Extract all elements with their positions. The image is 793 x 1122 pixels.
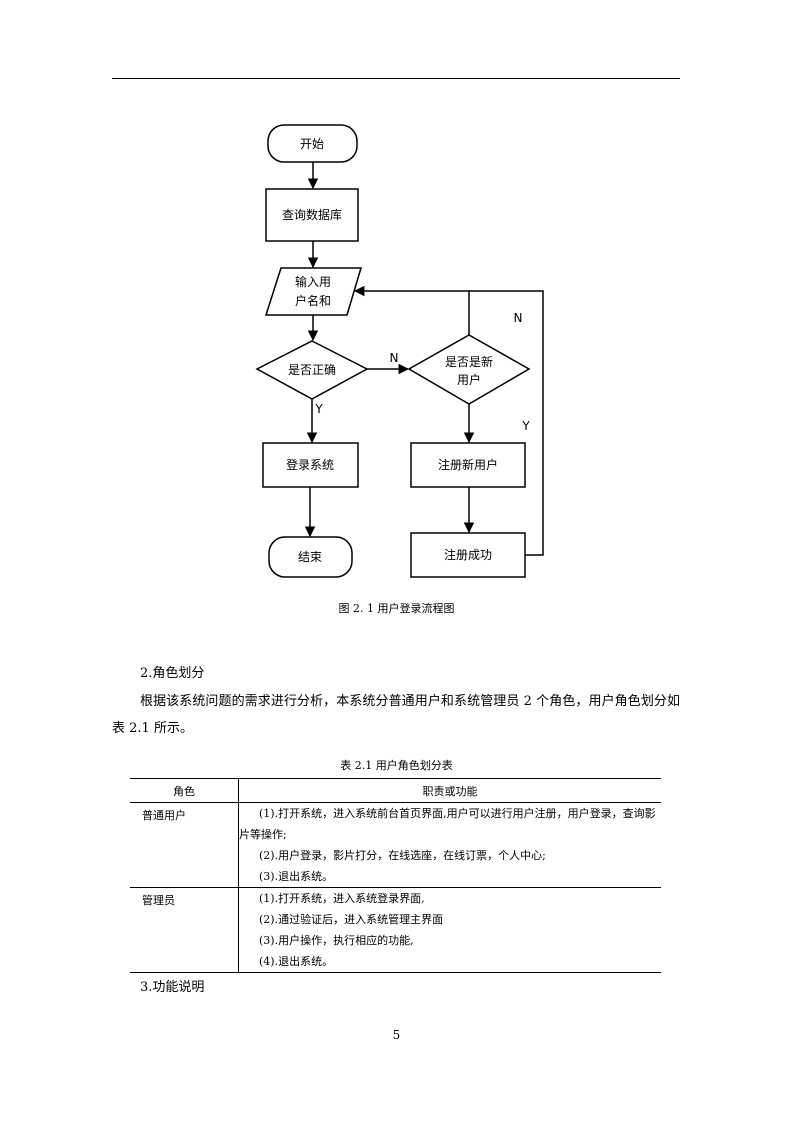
- branch-label-y-right: Y: [521, 419, 530, 433]
- table-header-duties: 职责或功能: [238, 778, 661, 803]
- register-new-label: 注册新用户: [438, 457, 498, 472]
- duty-item: (4).退出系统。: [259, 955, 334, 968]
- start-label: 开始: [300, 137, 324, 151]
- duty-item: (3).退出系统。: [259, 870, 334, 883]
- table-caption: 表 2.1 用户角色划分表: [340, 759, 453, 772]
- table-header-row: 角色 职责或功能: [130, 778, 661, 803]
- duty-item: (2).用户登录，影片打分，在线选座，在线订票，个人中心;: [259, 849, 546, 862]
- section-heading-functions: 3.功能说明: [140, 980, 205, 995]
- end-label: 结束: [298, 550, 322, 564]
- figure-caption: 图 2. 1 用户登录流程图: [338, 602, 455, 615]
- decision-correct-label: 是否正确: [288, 363, 336, 377]
- decision-new-user-diamond: [407, 334, 531, 405]
- login-flowchart: 开始 查询数据库 输入用 户名和 是否正确 是否是新 用户 登录系统 注册新用户…: [255, 124, 544, 578]
- login-label: 登录系统: [286, 457, 334, 472]
- decision-new-label-line2: 用户: [457, 372, 481, 387]
- branch-label-n-top: N: [390, 351, 399, 365]
- duty-item: (1).打开系统，进入系统登录界面,: [259, 892, 425, 905]
- loop-newuser-to-input: [353, 285, 470, 335]
- header-rule: [112, 78, 680, 79]
- duties-cell: (1).打开系统，进入系统登录界面, (2).通过验证后，进入系统管理主界面 (…: [238, 887, 661, 973]
- register-success-label: 注册成功: [444, 547, 492, 562]
- input-label-line1: 输入用: [295, 274, 331, 289]
- decision-new-label-line1: 是否是新: [445, 354, 493, 369]
- duty-item: (2).通过验证后，进入系统管理主界面: [259, 913, 444, 926]
- role-cell: 管理员: [130, 887, 239, 973]
- branch-label-y-left: Y: [314, 402, 323, 416]
- table-header-role: 角色: [130, 778, 239, 803]
- duty-item: (3).用户操作，执行相应的功能,: [259, 934, 414, 947]
- section-heading-roles: 2.角色划分: [140, 666, 205, 681]
- duties-cell: (1).打开系统，进入系统前台首页界面,用户可以进行用户注册，用户登录，查询影片…: [238, 802, 661, 888]
- input-parallelogram: [264, 267, 363, 316]
- duty-item: (1).打开系统，进入系统前台首页界面,用户可以进行用户注册，用户登录，查询影片…: [239, 807, 656, 841]
- role-cell: 普通用户: [130, 802, 239, 888]
- query-db-label: 查询数据库: [282, 207, 342, 222]
- table-row: 普通用户 (1).打开系统，进入系统前台首页界面,用户可以进行用户注册，用户登录…: [130, 802, 661, 888]
- roles-table: 角色 职责或功能 普通用户 (1).打开系统，进入系统前台首页界面,用户可以进行…: [130, 778, 661, 973]
- branch-label-n-right: N: [514, 311, 523, 325]
- table-row: 管理员 (1).打开系统，进入系统登录界面, (2).通过验证后，进入系统管理主…: [130, 887, 661, 973]
- input-label-line2: 户名和: [295, 293, 331, 308]
- roles-paragraph: 根据该系统问题的需求进行分析，本系统分普通用户和系统管理员 2 个角色，用户角色…: [112, 694, 680, 736]
- loop-success-to-input: [469, 290, 544, 556]
- page-number: 5: [392, 1028, 401, 1042]
